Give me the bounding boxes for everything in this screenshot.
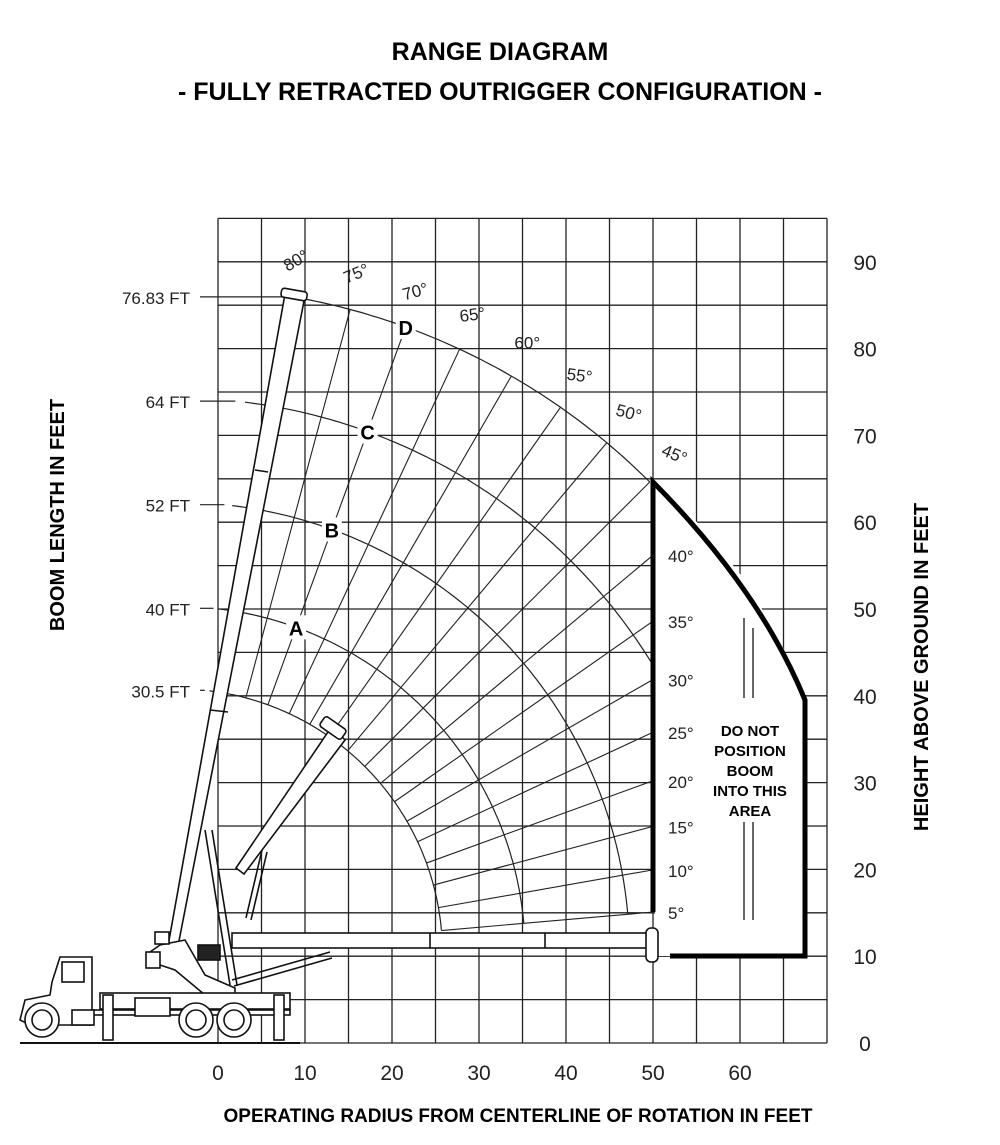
warning-text: INTO THIS xyxy=(713,783,787,800)
angle-label: 25° xyxy=(668,724,694,743)
angle-line-30 xyxy=(406,678,654,822)
x-tick-label: 40 xyxy=(554,1062,577,1085)
no-position-area-fill xyxy=(655,484,805,956)
angle-label: 75° xyxy=(341,260,372,287)
boom-length-label: 76.83 FT xyxy=(122,289,190,308)
y-tick-label: 50 xyxy=(853,599,876,622)
letter-bg xyxy=(357,419,378,444)
angle-label: 70° xyxy=(400,279,430,304)
horizontal-boom xyxy=(231,932,651,949)
letter-bg xyxy=(286,615,307,640)
y-tick-label: 60 xyxy=(853,512,876,535)
x-axis-title: OPERATING RADIUS FROM CENTERLINE OF ROTA… xyxy=(224,1106,813,1127)
angle-line-20 xyxy=(426,780,654,864)
angle-label: 50° xyxy=(614,401,644,426)
x-tick-label: 30 xyxy=(467,1062,490,1085)
angle-line-10 xyxy=(438,869,654,909)
x-tick-label: 20 xyxy=(380,1062,403,1085)
arc-letter-A: A xyxy=(289,618,303,640)
angle-label: 55° xyxy=(566,365,594,387)
warning-text: DO NOT xyxy=(721,723,779,740)
boom-length-label: 30.5 FT xyxy=(131,682,190,701)
angle-label: 10° xyxy=(668,862,694,881)
arc-letter-B: B xyxy=(325,520,339,542)
diagram-subtitle: - FULLY RETRACTED OUTRIGGER CONFIGURATIO… xyxy=(178,78,822,106)
y-tick-label: 70 xyxy=(853,425,876,448)
right-axis-title: HEIGHT ABOVE GROUND IN FEET xyxy=(911,503,933,831)
angle-line-50 xyxy=(347,442,608,752)
retracted-boom xyxy=(234,724,347,876)
angle-line-5 xyxy=(441,911,654,932)
letter-bg xyxy=(321,517,342,542)
angle-line-35 xyxy=(394,620,654,803)
x-tick-label: 60 xyxy=(728,1062,751,1085)
arc-boom-40 xyxy=(219,608,525,924)
angle-line-75 xyxy=(245,309,351,699)
boom-length-label: 52 FT xyxy=(146,497,190,516)
arc-letter-D: D xyxy=(398,318,412,340)
angle-line-70 xyxy=(267,326,407,706)
angle-label: 15° xyxy=(668,818,694,837)
arc-letter-C: C xyxy=(360,423,374,445)
left-axis-title: BOOM LENGTH IN FEET xyxy=(47,399,69,631)
angle-line-40 xyxy=(380,554,654,784)
x-tick-label: 0 xyxy=(212,1062,224,1085)
angle-line-55 xyxy=(328,407,561,738)
warning-text: POSITION xyxy=(714,743,786,760)
y-tick-label: 90 xyxy=(853,252,876,275)
angle-line-65 xyxy=(288,348,461,714)
angle-line-60 xyxy=(309,375,512,725)
x-tick-label: 50 xyxy=(641,1062,664,1085)
angle-line-25 xyxy=(417,731,654,843)
warning-text: AREA xyxy=(729,803,772,820)
y-tick-label: 80 xyxy=(853,339,876,362)
y-tick-label: 0 xyxy=(859,1033,871,1056)
y-tick-label: 40 xyxy=(853,686,876,709)
angle-line-15 xyxy=(433,825,654,886)
angle-label: 45° xyxy=(659,441,690,468)
y-tick-label: 30 xyxy=(853,773,876,796)
angle-label: 40° xyxy=(668,547,694,566)
x-tick-label: 10 xyxy=(293,1062,316,1085)
angle-label: 65° xyxy=(458,304,486,326)
angle-label: 5° xyxy=(668,904,684,923)
max-radius-boundary xyxy=(650,475,808,959)
angle-label: 60° xyxy=(514,333,540,352)
boom-length-label: 40 FT xyxy=(146,600,190,619)
angle-label: 20° xyxy=(668,773,694,792)
letter-bg xyxy=(395,314,416,339)
warning-text: BOOM xyxy=(727,763,774,780)
angle-label: 35° xyxy=(668,613,694,632)
arc-boom-76.83 xyxy=(293,296,651,483)
boom-length-label: 64 FT xyxy=(146,393,190,412)
angle-label: 80° xyxy=(280,246,312,275)
warning-bars xyxy=(743,618,754,920)
angle-label: 30° xyxy=(668,671,694,690)
crane-truck-icon xyxy=(19,287,659,1044)
diagram-title: RANGE DIAGRAM xyxy=(391,38,609,66)
angle-line-45 xyxy=(364,481,651,767)
y-tick-label: 20 xyxy=(853,859,876,882)
y-tick-label: 10 xyxy=(853,946,876,969)
